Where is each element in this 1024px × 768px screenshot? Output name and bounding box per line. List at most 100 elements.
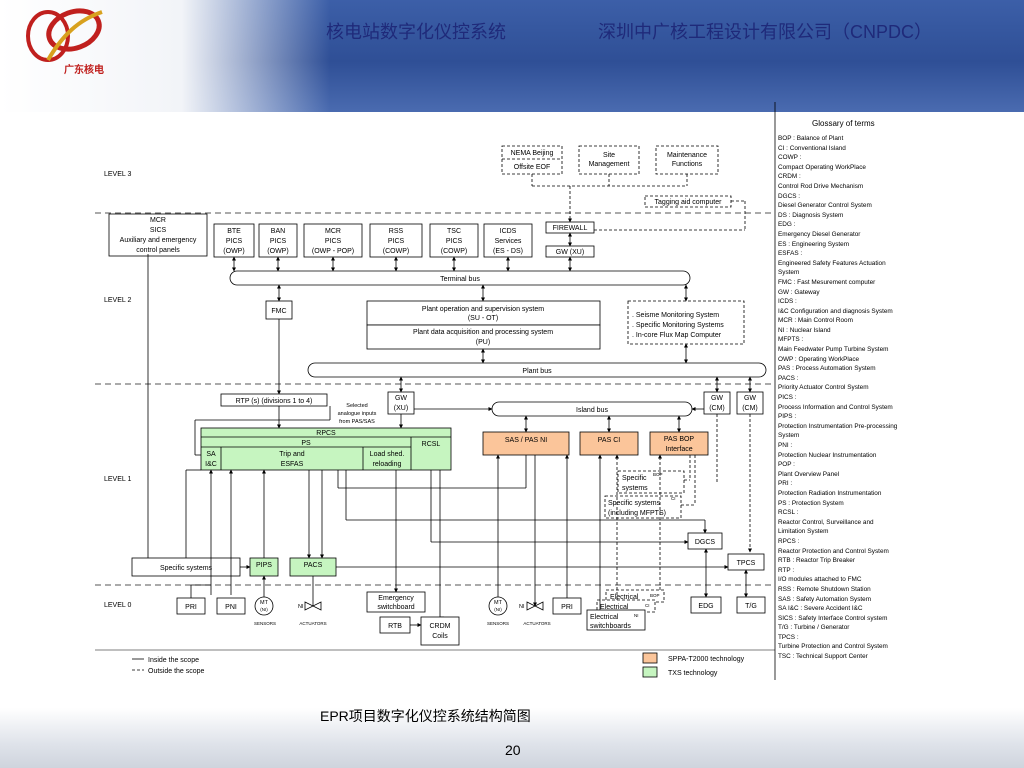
legend-inside-label: Inside the scope [148,657,199,664]
plant-daq-label-2: (PU) [476,339,490,346]
tsc-label-3: (COWP) [441,248,467,255]
rcsl-label: RCSL [422,441,441,448]
glossary-term: EDG : [778,221,796,229]
glossary-term: TSC : Technical Support Center [778,653,868,661]
emergency-switchboard-box [366,591,426,613]
sas-pas-label: SAS / PAS NI [505,437,547,444]
rpcs-block [200,427,452,471]
glossary-term: GW : Gateway [778,288,820,296]
plant-op-label-1: Plant operation and supervision system [422,306,544,313]
site-management-box [578,145,640,175]
pips-label: PIPS [256,562,272,569]
icds-label-2: Services [495,238,522,245]
glossary-term: Protection Instrumentation Pre-processin… [778,422,898,430]
glossary-term: RPCS : [778,537,800,545]
pas-bop-label-1: PAS BOP [664,436,695,443]
glossary-term: CRDM : [778,173,801,181]
rtp-box [220,393,328,407]
offsite-label: Offsite EOF [514,164,550,171]
specific-ci-sup: CI [671,496,676,501]
tsc-label-2: PICS [446,238,463,245]
glossary-term: Compact Operating WorkPlace [778,163,866,171]
sa-label: SA [206,451,216,458]
glossary-term: System [778,269,800,277]
glossary-term: System [778,432,800,440]
emergency-label-1: Emergency [378,595,414,602]
mcr-label-1: MCR [150,217,166,224]
sensors-a-label: SENSORS [254,621,276,626]
glossary-term: Engineered Safety Features Actuation [778,259,886,267]
mcr-pics-label-3: (OWP - POP) [312,248,354,255]
seismic-label-2: . Specific Monitoring Systems [632,322,724,329]
crdm-box [420,616,460,646]
glossary-term: SAS : Safety Automation System [778,595,872,603]
pni-label: PNI [225,604,237,611]
plant-daq-box [366,324,601,350]
pri-a-label: PRI [185,604,197,611]
specific-systems-label: Specific systems [160,565,213,572]
level-1-label: LEVEL 1 [104,476,131,483]
specific-bop-sup: BOP [653,472,663,477]
glossary-term: OWP : Operating WorkPlace [778,355,860,363]
elec-ni-sup: NI [634,613,639,618]
legend-txs-label: TXS technology [668,670,718,677]
pni-box [216,597,246,615]
glossary-term: PRI : [778,480,793,488]
dgcs-label: DGCS [695,539,716,546]
glossary-term: COWP : [778,154,802,162]
architecture-diagram: .bx { fill:#fff; stroke:#000; stroke-wid… [95,102,776,680]
tg-box [736,596,766,614]
cgn-logo-icon [26,8,103,62]
load-shed-label-1: Load shed. [370,451,405,458]
fmc-label: FMC [271,308,286,315]
glossary-term: MFPTS : [778,336,804,344]
island-bus-label: Island bus [576,407,608,414]
mt-a-label-2: (NI) [260,607,268,612]
terminal-bus-label: Terminal bus [440,276,480,283]
glossary-term: T/G : Turbine / Generator [778,624,850,632]
gw-cm-b-label-1: GW [744,395,756,402]
electrical-bop-box [605,589,665,603]
seismic-box [627,300,745,345]
rss-label-1: RSS [389,228,404,235]
specific-ci-label-2: (including MFPTS) [608,510,666,517]
tagging-box [644,195,732,208]
ban-label-1: BAN [271,228,285,235]
glossary-term: Reactor Control, Surveillance and [778,518,874,526]
ban-label-2: PICS [270,238,287,245]
nema-label: NEMA Beijing [511,150,554,157]
glossary-term: I&C Configuration and diagnosis System [778,307,893,315]
glossary-term: POP : [778,461,795,469]
glossary-term: Control Rod Drive Mechanism [778,182,864,190]
rss-label-2: PICS [388,238,405,245]
mt-b-label-1: MT [494,600,503,606]
bte-label-2: PICS [226,238,243,245]
glossary-term: RTP : [778,566,795,574]
legend-txs-swatch [642,666,658,678]
rss-label-3: (COWP) [383,248,409,255]
emergency-label-2: switchboard [377,604,414,611]
rtb-label: RTB [388,623,402,630]
elec-ni-label-1: Electrical [590,614,619,621]
glossary-term: SICS : Safety Interface Control system [778,614,888,622]
specific-ci-box [604,495,682,519]
glossary-term: ESFAS : [778,250,803,258]
tpcs-label: TPCS [737,560,756,567]
glossary-term: Reactor Protection and Control System [778,547,889,555]
selected-inputs-label-3: from PAS/SAS [339,419,375,425]
glossary-term: CI : Conventional Island [778,144,846,152]
ni-b-label: NI [519,604,525,610]
glossary-term: Priority Actuator Control System [778,384,869,392]
gw-xu-label-2: (XU) [394,405,408,412]
sensors-b-label: SENSORS [487,621,509,626]
maintenance-box [655,145,719,175]
specific-bop-label-1: Specific [622,475,647,482]
glossary-term: Turbine Protection and Control System [778,643,888,651]
glossary-term: Process Information and Control System [778,403,893,411]
crdm-label-1: CRDM [430,623,451,630]
mcr-label-3: Auxiliary and emergency [120,237,197,244]
site-mgmt-label-1: Site [603,152,615,159]
ni-a-label: NI [298,604,304,610]
gw-cm-a-label-2: (CM) [709,405,725,412]
actuators-a-label: ACTUATORS [299,621,326,626]
